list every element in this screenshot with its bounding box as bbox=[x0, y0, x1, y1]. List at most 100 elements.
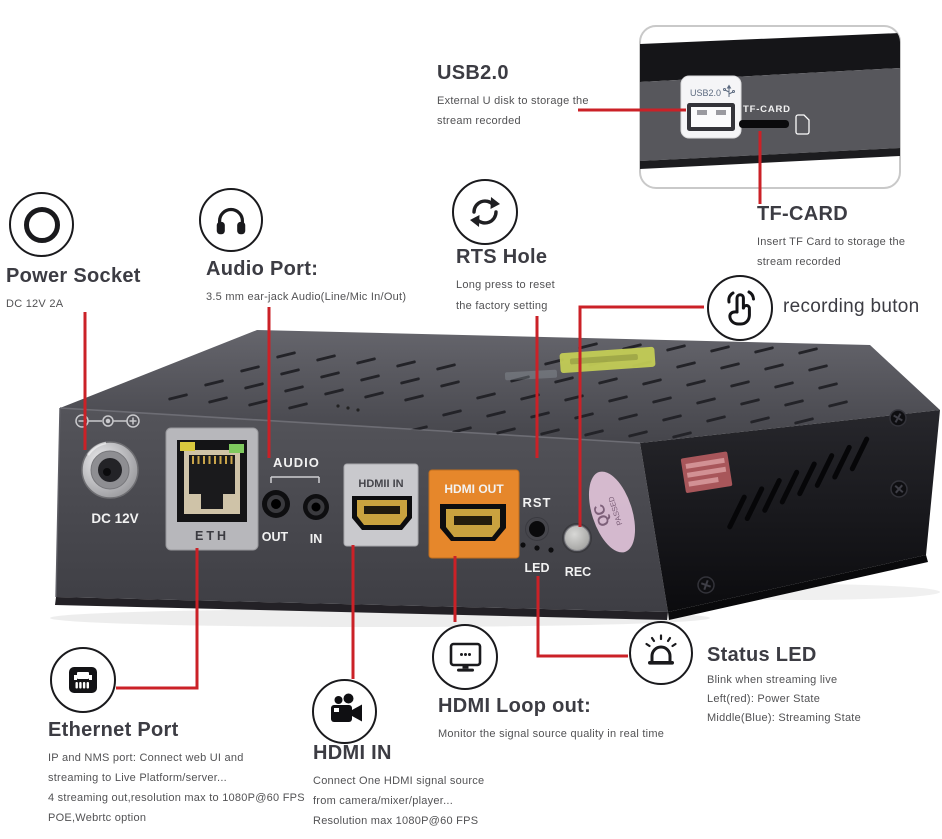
inset-device-face bbox=[640, 68, 900, 161]
tap-finger-icon bbox=[707, 275, 773, 341]
rst-hole bbox=[525, 517, 549, 541]
ethernet-desc-line: IP and NMS port: Connect web UI and bbox=[48, 752, 244, 764]
device-front-face bbox=[56, 408, 668, 612]
svg-text:PASSED: PASSED bbox=[606, 495, 624, 527]
audio-in-jack bbox=[303, 494, 329, 520]
hdmi-in-desc-line: Connect One HDMI signal source bbox=[313, 775, 485, 787]
hdmi-out-plate-label: HDMI OUT bbox=[444, 482, 504, 496]
ethernet-desc-line: POE,Webrtc option bbox=[48, 812, 147, 824]
device-right-face bbox=[640, 410, 940, 612]
headphones-icon bbox=[199, 188, 263, 252]
inset-tf-slot bbox=[739, 120, 789, 128]
ethernet-port bbox=[165, 427, 259, 551]
audio-callout: Audio Port: 3.5 mm ear-jack Audio(Line/M… bbox=[206, 258, 406, 307]
hdmi-in-callout: HDMI IN Connect One HDMI signal source f… bbox=[313, 742, 484, 831]
top-logo-mark bbox=[100, 366, 136, 373]
siren-led-icon bbox=[629, 621, 693, 685]
inset-usb-label: USB2.0 bbox=[690, 88, 721, 98]
status-led-holes bbox=[520, 542, 554, 553]
status-led-callout: Status LED Blink when streaming live Lef… bbox=[707, 644, 861, 728]
video-camera-icon bbox=[312, 679, 377, 744]
recording-callout-line bbox=[578, 305, 704, 527]
inset-photo: USB2.0 TF-CARD bbox=[639, 25, 901, 189]
audio-out-jack bbox=[262, 490, 290, 518]
device-bottom-lip bbox=[55, 597, 668, 620]
power-title: Power Socket bbox=[6, 265, 141, 287]
status-led-desc-line: Blink when streaming live bbox=[707, 674, 838, 686]
device-top-face bbox=[60, 330, 940, 443]
audio-in-label: IN bbox=[310, 532, 323, 546]
ethernet-callout-line bbox=[116, 548, 199, 690]
tf-card-desc-line: stream recorded bbox=[757, 256, 841, 268]
usb-desc-line: stream recorded bbox=[437, 115, 521, 127]
ethernet-callout: Ethernet Port IP and NMS port: Connect w… bbox=[48, 719, 305, 828]
usb-trident-icon bbox=[723, 84, 735, 97]
status-led-desc-line: Left(red): Power State bbox=[707, 693, 821, 705]
top-logo-mark bbox=[504, 369, 558, 381]
inset-usb-plate bbox=[680, 75, 742, 139]
dc-label: DC 12V bbox=[91, 511, 138, 526]
usb-desc-line: External U disk to storage the bbox=[437, 95, 589, 107]
hdmi-in-desc-line: from camera/mixer/player... bbox=[313, 795, 454, 807]
rts-desc-line: the factory setting bbox=[456, 300, 548, 312]
device-shadow bbox=[50, 609, 710, 627]
recording-title: recording buton bbox=[783, 296, 920, 317]
rts-title: RTS Hole bbox=[456, 246, 548, 268]
screw-icon bbox=[697, 409, 908, 594]
ethernet-title: Ethernet Port bbox=[48, 719, 179, 741]
top-vents bbox=[168, 342, 848, 440]
hdmi-loop-title: HDMI Loop out: bbox=[438, 695, 592, 717]
reset-arrows-icon bbox=[452, 179, 518, 245]
usb-callout: USB2.0 External U disk to storage the st… bbox=[437, 62, 589, 131]
recording-callout: recording buton bbox=[783, 296, 920, 318]
device-bottom-lip-side bbox=[668, 555, 928, 620]
hdmi-in-port: HDMII IN bbox=[343, 463, 419, 547]
tf-card-title: TF-CARD bbox=[757, 203, 848, 225]
audio-out-label: OUT bbox=[262, 530, 289, 544]
inset-tf-label: TF-CARD bbox=[743, 104, 791, 115]
hdmi-in-title: HDMI IN bbox=[313, 742, 392, 764]
hdmi-loop-desc-line: Monitor the signal source quality in rea… bbox=[438, 728, 665, 740]
audio-bracket bbox=[270, 476, 320, 483]
inset-usb-port bbox=[687, 103, 735, 131]
polarity-icon bbox=[75, 414, 140, 428]
side-warranty-sticker bbox=[680, 451, 733, 493]
rst-label: RST bbox=[523, 495, 552, 510]
eth-label: ETH bbox=[195, 529, 229, 543]
eth-led-yellow bbox=[180, 442, 195, 451]
device-shadow bbox=[660, 584, 940, 600]
usb-title: USB2.0 bbox=[437, 62, 509, 84]
audio-title: Audio Port: bbox=[206, 258, 319, 280]
status-led-callout-line bbox=[536, 576, 628, 658]
inset-device-top-edge bbox=[640, 33, 900, 82]
power-desc-line: DC 12V 2A bbox=[6, 298, 64, 310]
power-callout: Power Socket DC 12V 2A bbox=[6, 265, 141, 314]
audio-desc-line: 3.5 mm ear-jack Audio(Line/Mic In/Out) bbox=[206, 291, 407, 303]
rts-desc-line: Long press to reset bbox=[456, 279, 555, 291]
hdmi-in-desc-line: Resolution max 1080P@60 FPS bbox=[313, 815, 479, 827]
power-socket-ring bbox=[23, 206, 60, 243]
hdmi-out-port: HDMI OUT bbox=[428, 469, 520, 559]
tf-card-callout: TF-CARD Insert TF Card to storage the st… bbox=[757, 203, 905, 272]
hdmi-loop-callout: HDMI Loop out: Monitor the signal source… bbox=[438, 695, 664, 744]
led-label: LED bbox=[525, 561, 550, 575]
side-vents bbox=[727, 436, 870, 530]
monitor-icon bbox=[432, 624, 498, 690]
ethernet-desc-line: 4 streaming out,resolution max to 1080P@… bbox=[48, 792, 305, 804]
ethernet-port-icon bbox=[50, 647, 116, 713]
qc-passed-sticker: QC PASSED bbox=[588, 471, 636, 553]
status-led-title: Status LED bbox=[707, 644, 817, 666]
rec-label: REC bbox=[565, 565, 591, 579]
callout-lines bbox=[83, 108, 762, 690]
rec-button[interactable] bbox=[562, 523, 592, 553]
hdmi-in-plate-label: HDMII IN bbox=[358, 478, 403, 490]
audio-label: AUDIO bbox=[273, 455, 320, 470]
top-yellow-sticker bbox=[559, 346, 656, 374]
status-led-desc-line: Middle(Blue): Streaming State bbox=[707, 712, 861, 724]
eth-led-green bbox=[229, 444, 244, 453]
dc-power-jack bbox=[81, 441, 139, 499]
svg-text:QC: QC bbox=[590, 502, 613, 529]
power-socket-icon bbox=[9, 192, 74, 257]
tf-card-desc-line: Insert TF Card to storage the bbox=[757, 236, 906, 248]
